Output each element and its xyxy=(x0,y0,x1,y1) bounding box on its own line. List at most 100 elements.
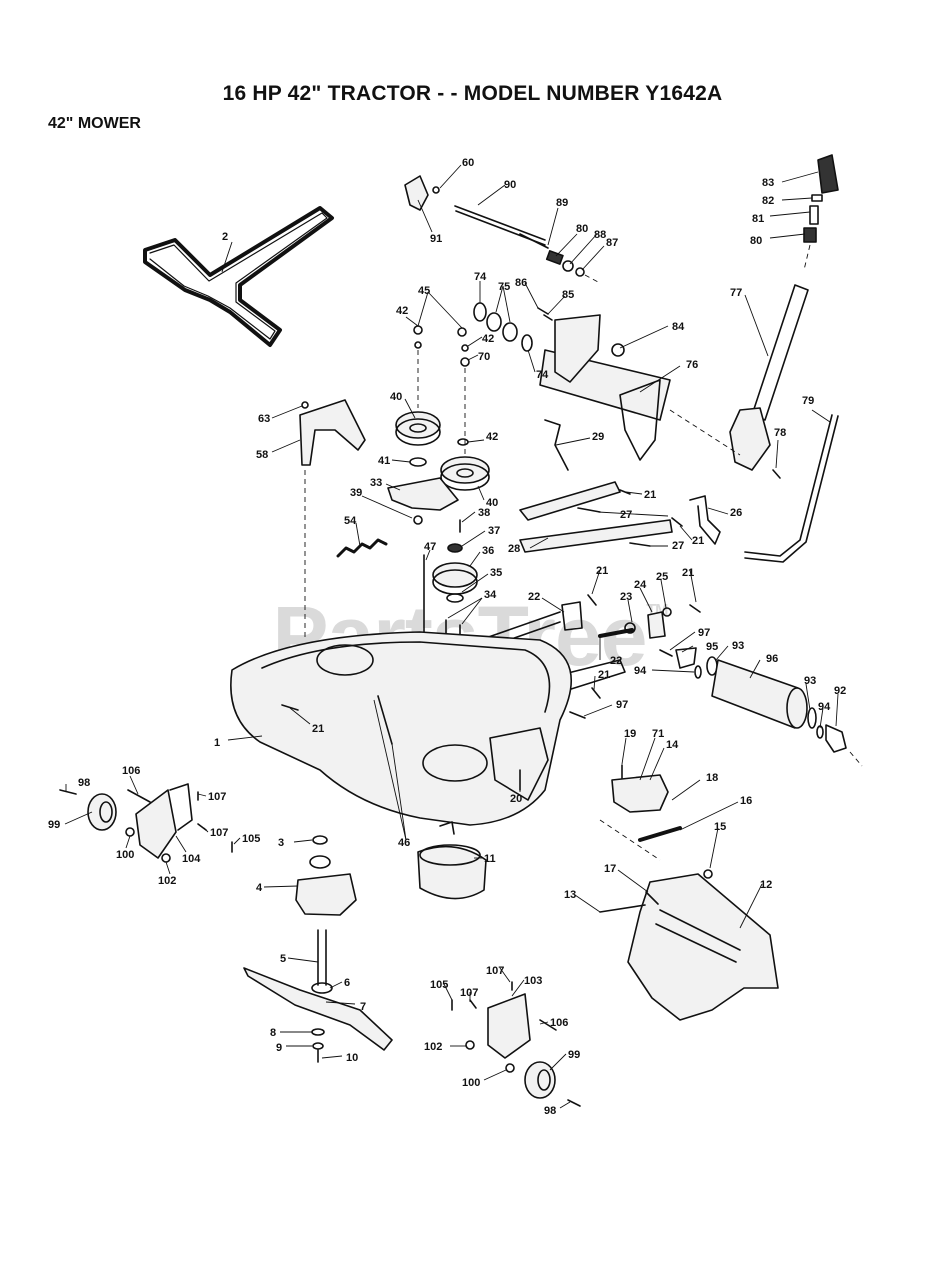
callout-99[interactable]: 99 xyxy=(568,1049,580,1061)
part-14[interactable] xyxy=(611,774,669,813)
part-40[interactable] xyxy=(440,456,490,484)
callout-81[interactable]: 81 xyxy=(752,213,764,225)
part-25[interactable] xyxy=(662,607,672,617)
part-16[interactable] xyxy=(638,826,682,842)
part-37[interactable] xyxy=(447,543,463,553)
part-84[interactable] xyxy=(554,314,601,383)
part-3[interactable] xyxy=(309,855,331,869)
part-82[interactable] xyxy=(811,194,823,202)
part-90[interactable] xyxy=(454,205,546,241)
part-3[interactable] xyxy=(312,835,328,845)
part-4[interactable] xyxy=(295,873,357,916)
part-21[interactable] xyxy=(591,687,601,699)
part-100[interactable] xyxy=(125,827,135,837)
callout-107[interactable]: 107 xyxy=(486,965,504,977)
part-60[interactable] xyxy=(432,186,440,194)
part-79[interactable] xyxy=(744,414,833,557)
callout-80[interactable]: 80 xyxy=(750,235,762,247)
callout-82[interactable]: 82 xyxy=(762,195,774,207)
part-77[interactable] xyxy=(751,284,809,421)
part-97[interactable] xyxy=(659,649,673,657)
part-104[interactable] xyxy=(169,783,193,831)
callout-77[interactable]: 77 xyxy=(730,287,742,299)
part-41[interactable] xyxy=(409,457,427,467)
part-1[interactable] xyxy=(316,644,374,676)
callout-29[interactable]: 29 xyxy=(592,431,604,443)
callout-93[interactable]: 93 xyxy=(804,675,816,687)
part-36[interactable] xyxy=(432,562,478,588)
callout-87[interactable]: 87 xyxy=(606,237,618,249)
part-1[interactable] xyxy=(230,631,573,826)
part-8[interactable] xyxy=(311,1028,325,1036)
part-21[interactable] xyxy=(281,704,299,711)
part-58[interactable] xyxy=(299,399,366,466)
part-28[interactable] xyxy=(519,481,621,521)
callout-78[interactable]: 78 xyxy=(774,427,786,439)
callout-74[interactable]: 74 xyxy=(474,271,487,283)
callout-11[interactable]: 11 xyxy=(484,853,496,865)
part-80[interactable] xyxy=(545,250,564,265)
part-106[interactable] xyxy=(127,789,151,803)
callout-47[interactable]: 47 xyxy=(424,541,436,553)
part-22[interactable] xyxy=(479,611,561,641)
callout-104[interactable]: 104 xyxy=(182,853,201,865)
part-98[interactable] xyxy=(59,789,77,795)
part-107[interactable] xyxy=(469,999,477,1009)
part-11[interactable] xyxy=(439,821,455,835)
part-40[interactable] xyxy=(456,468,474,478)
part-42[interactable] xyxy=(461,344,469,352)
part-12[interactable] xyxy=(659,909,741,951)
callout-15[interactable]: 15 xyxy=(714,821,726,833)
callout-102[interactable]: 102 xyxy=(424,1041,442,1053)
callout-45[interactable]: 45 xyxy=(418,285,430,297)
callout-63[interactable]: 63 xyxy=(258,413,270,425)
callout-58[interactable]: 58 xyxy=(256,449,268,461)
callout-93[interactable]: 93 xyxy=(732,640,744,652)
part-1[interactable] xyxy=(489,727,549,801)
callout-102[interactable]: 102 xyxy=(158,875,176,887)
callout-106[interactable]: 106 xyxy=(122,765,140,777)
callout-42[interactable]: 42 xyxy=(396,305,408,317)
callout-18[interactable]: 18 xyxy=(706,772,718,784)
part-75[interactable] xyxy=(486,312,502,332)
callout-40[interactable]: 40 xyxy=(486,497,498,509)
callout-97[interactable]: 97 xyxy=(698,627,710,639)
part-39[interactable] xyxy=(413,515,423,525)
part-26[interactable] xyxy=(689,495,721,545)
part-9[interactable] xyxy=(312,1042,324,1050)
part-88[interactable] xyxy=(562,260,574,272)
part-7[interactable] xyxy=(243,967,393,1051)
callout-71[interactable]: 71 xyxy=(652,728,664,740)
callout-85[interactable]: 85 xyxy=(562,289,574,301)
part-96[interactable] xyxy=(786,687,808,729)
callout-27[interactable]: 27 xyxy=(672,540,684,552)
part-17[interactable] xyxy=(645,891,659,905)
part-27[interactable] xyxy=(577,507,601,513)
callout-2[interactable]: 2 xyxy=(222,231,228,243)
callout-19[interactable]: 19 xyxy=(624,728,636,740)
part-102[interactable] xyxy=(465,1040,475,1050)
part-33[interactable] xyxy=(387,477,459,511)
callout-33[interactable]: 33 xyxy=(370,477,382,489)
callout-26[interactable]: 26 xyxy=(730,507,742,519)
callout-92[interactable]: 92 xyxy=(834,685,846,697)
callout-54[interactable]: 54 xyxy=(344,515,357,527)
callout-21[interactable]: 21 xyxy=(596,565,608,577)
part-106[interactable] xyxy=(539,1019,557,1031)
part-80[interactable] xyxy=(803,227,817,243)
callout-3[interactable]: 3 xyxy=(278,837,284,849)
part-74[interactable] xyxy=(521,334,533,352)
callout-5[interactable]: 5 xyxy=(280,953,286,965)
callout-83[interactable]: 83 xyxy=(762,177,774,189)
part-99[interactable] xyxy=(99,801,113,823)
callout-20[interactable]: 20 xyxy=(510,793,522,805)
callout-21[interactable]: 21 xyxy=(598,669,610,681)
callout-74[interactable]: 74 xyxy=(536,369,549,381)
part-46[interactable] xyxy=(377,695,393,745)
callout-98[interactable]: 98 xyxy=(544,1105,556,1117)
part-42[interactable] xyxy=(414,341,422,349)
callout-34[interactable]: 34 xyxy=(484,589,497,601)
part-76[interactable] xyxy=(619,379,661,461)
part-21[interactable] xyxy=(619,489,631,495)
callout-79[interactable]: 79 xyxy=(802,395,814,407)
